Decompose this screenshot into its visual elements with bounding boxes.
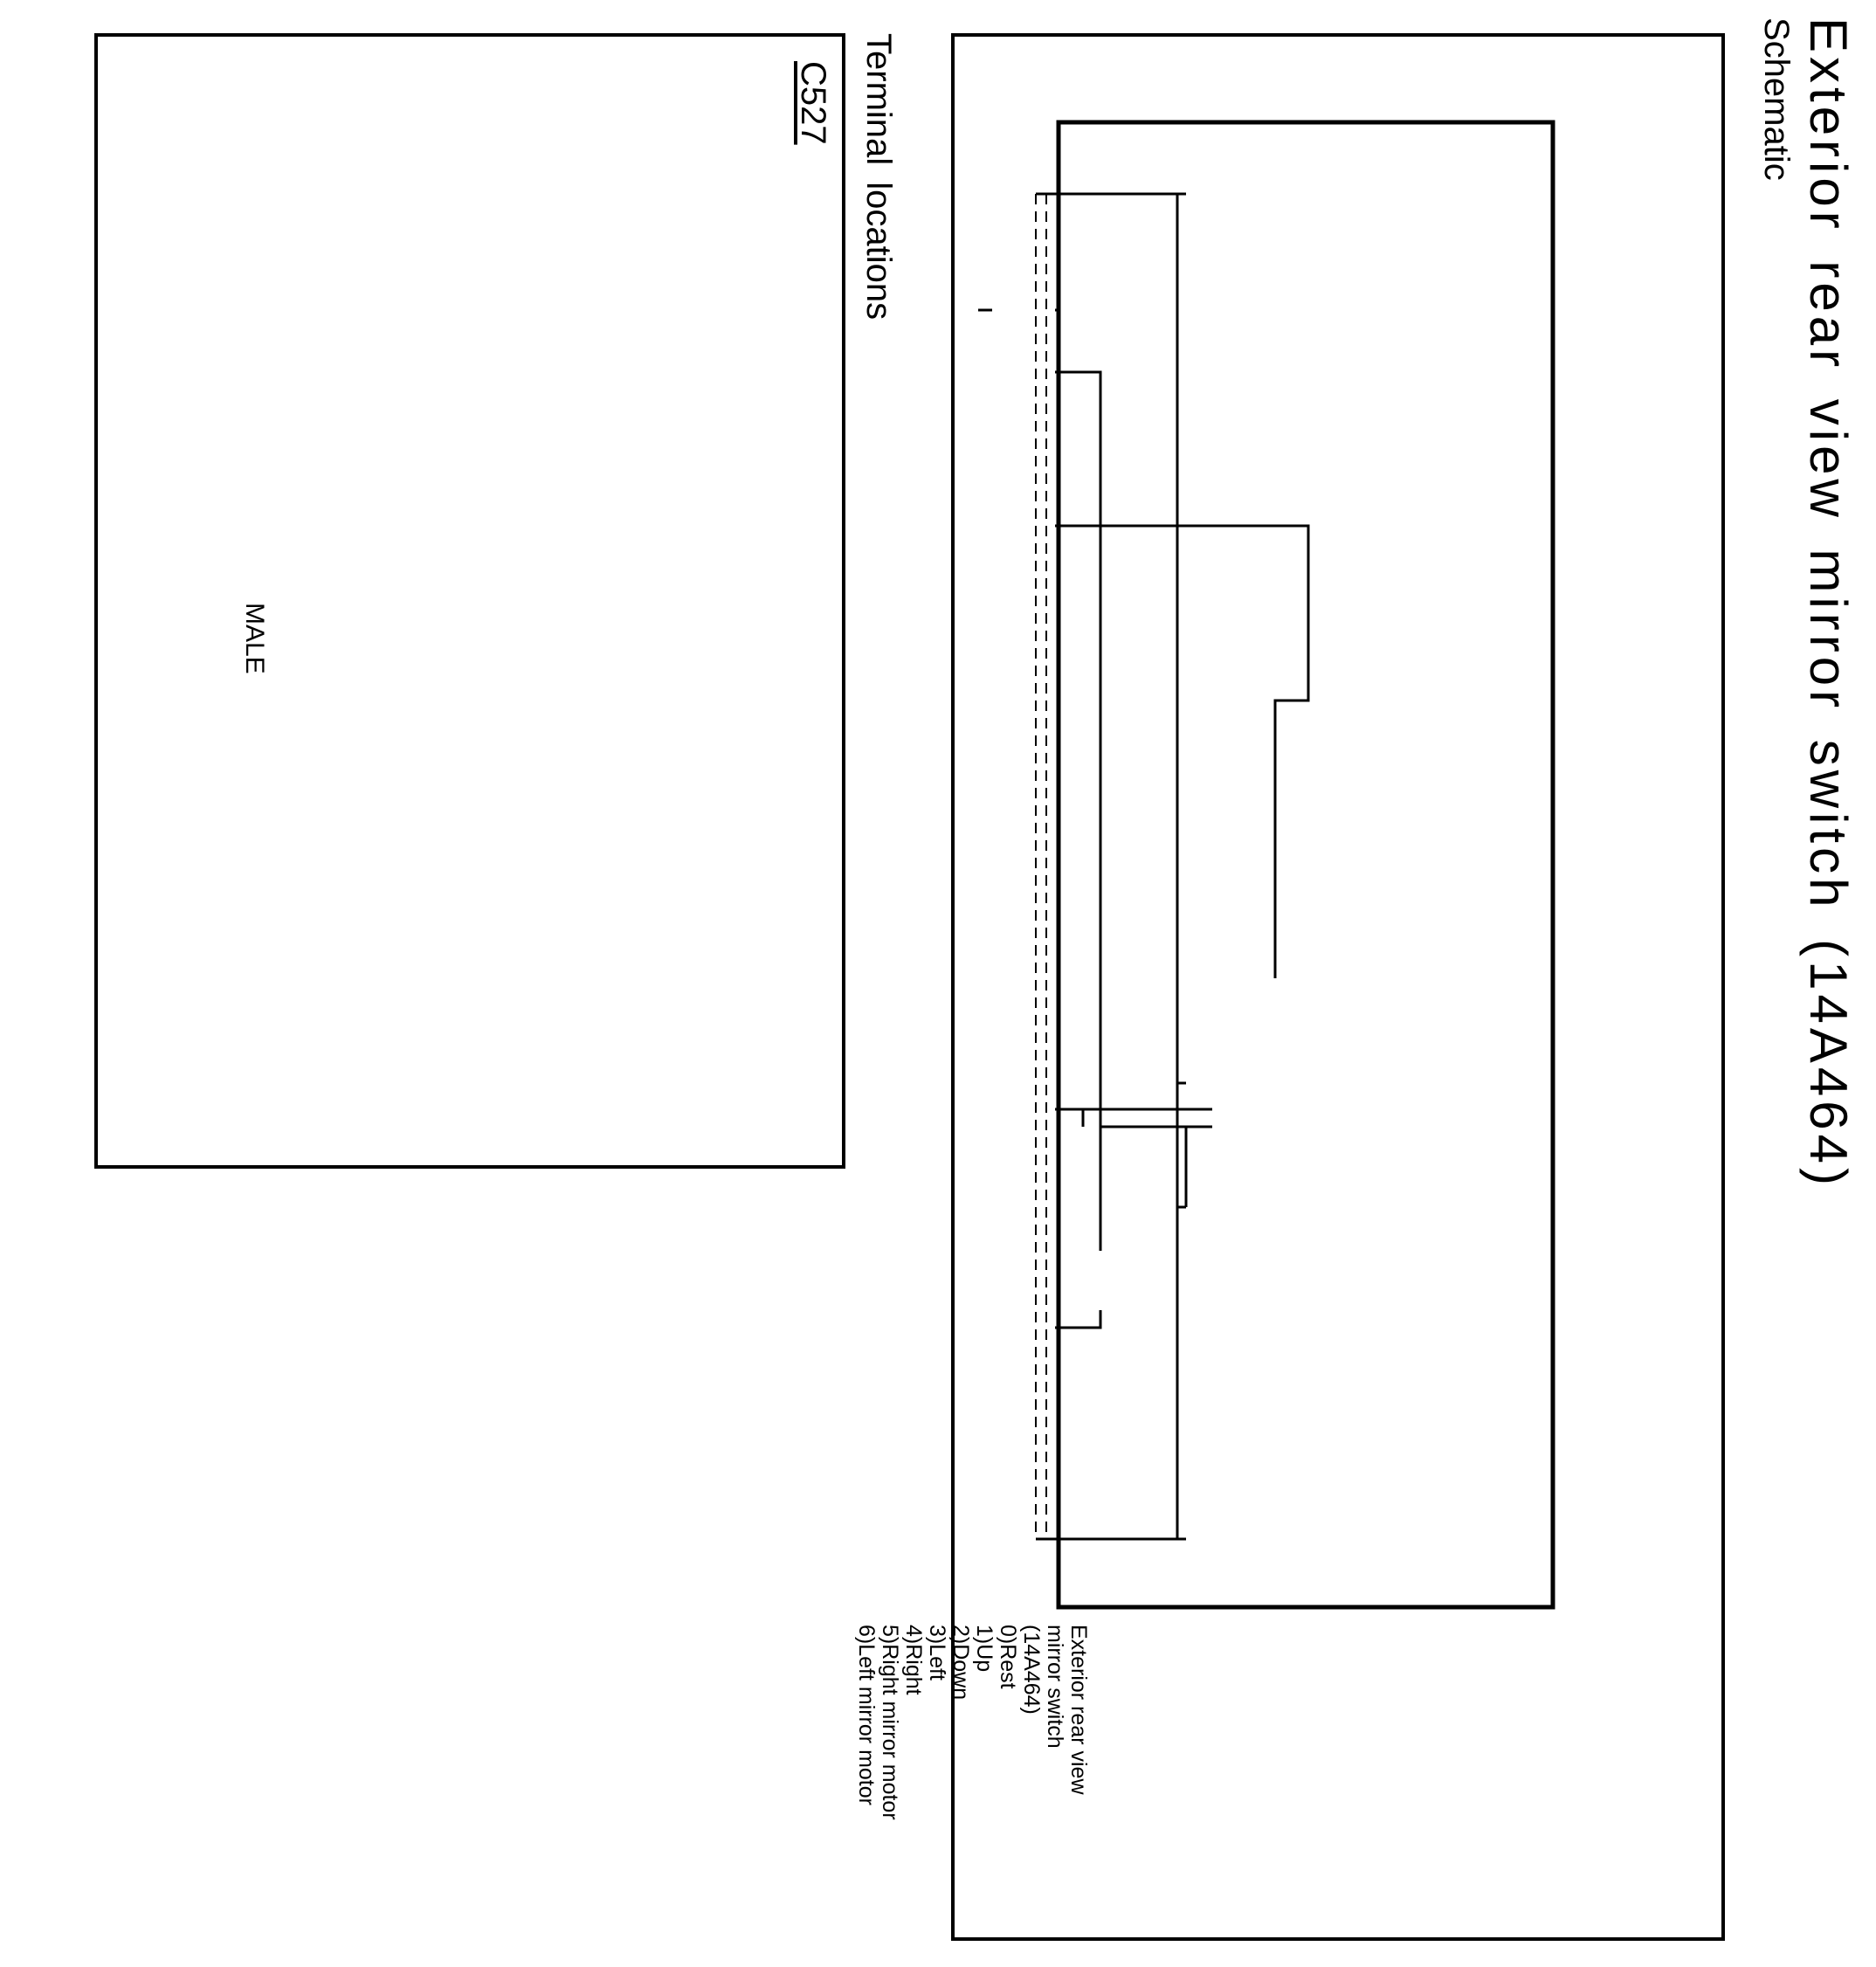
legend: Exterior rear view mirror switch (14A464… (854, 1625, 1091, 1820)
terminal-heading: Terminal locations (859, 33, 898, 321)
legend-line: 2)Down (948, 1625, 973, 1701)
legend-line: 4)Right (901, 1625, 926, 1695)
legend-line: 5)Right mirror motor (878, 1625, 902, 1820)
legend-line: 6)Left mirror motor (854, 1625, 879, 1805)
legend-line: 3)Left (925, 1625, 949, 1681)
switch-housing (1056, 120, 1555, 1610)
legend-line: 0)Rest (996, 1625, 1020, 1689)
terminal-frame (94, 33, 845, 1169)
gender-label: MALE (240, 603, 269, 674)
connector-name: C527 (794, 61, 832, 145)
legend-line: 1)Up (972, 1625, 997, 1673)
legend-line: Exterior rear view (1066, 1625, 1091, 1795)
pin-leads (1036, 192, 1310, 1541)
legend-line: mirror switch (1043, 1625, 1067, 1749)
legend-line: (14A464) (1019, 1625, 1044, 1715)
wiring-detail (1051, 192, 1186, 1539)
connector-strip (1035, 194, 1047, 1539)
